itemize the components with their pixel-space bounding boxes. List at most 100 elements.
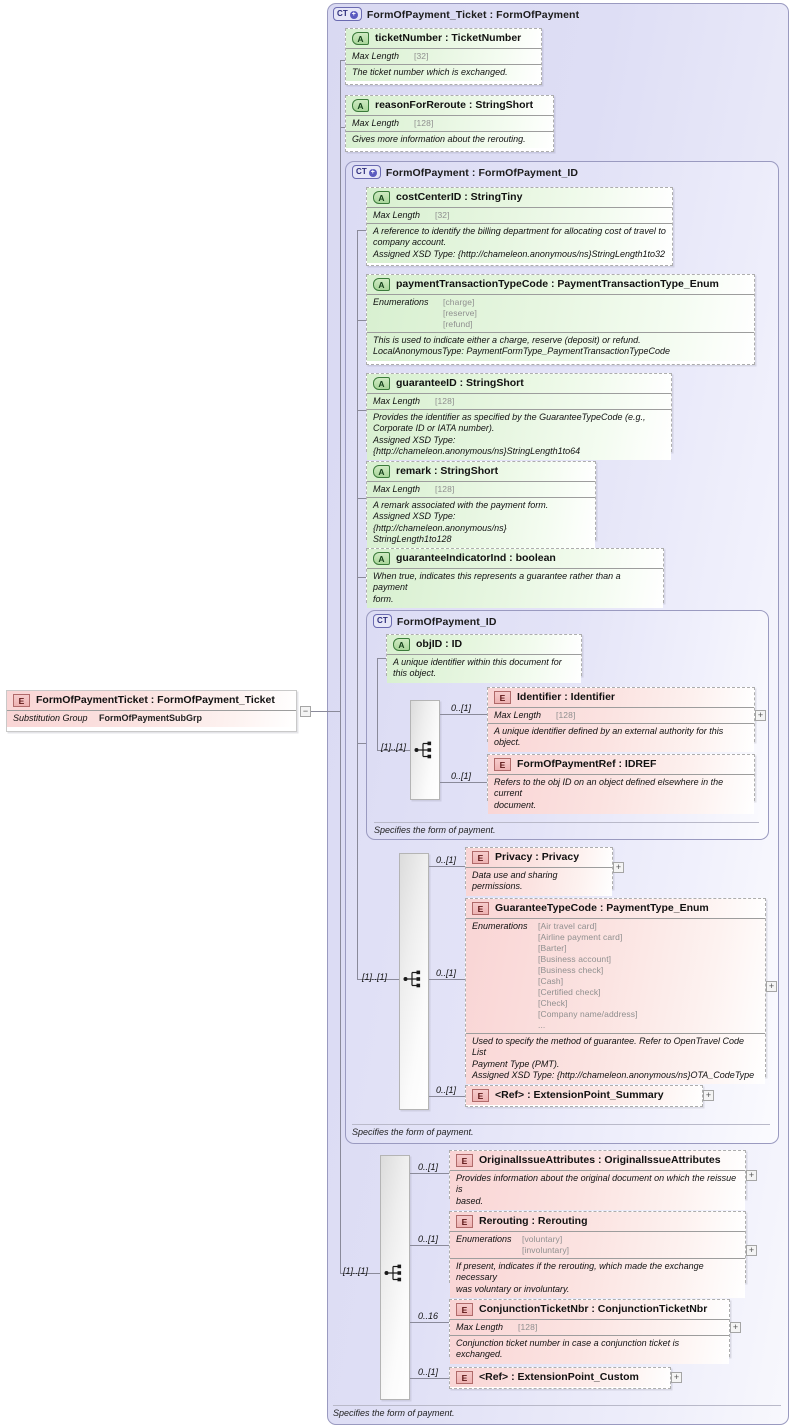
enum-value: [Air travel card] [538,921,597,931]
element-rerouting[interactable]: E Rerouting : Rerouting Enumerations [vo… [449,1211,746,1298]
attribute-paymenttransactiontypecode[interactable]: A paymentTransactionTypeCode : PaymentTr… [366,274,755,365]
substitution-group-row: Substitution Group FormOfPaymentSubGrp [13,713,290,724]
attribute-ticketnumber[interactable]: A ticketNumber : TicketNumber Max Length… [345,28,542,85]
enum-value: [refund] [443,319,473,329]
attribute-guaranteeid-header: A guaranteeID : StringShort [367,374,671,393]
attribute-reasonforreroute[interactable]: A reasonForReroute : StringShort Max Len… [345,95,554,152]
element-tag-icon: E [494,757,511,771]
element-conjunctionticketnbr[interactable]: E ConjunctionTicketNbr : ConjunctionTick… [449,1299,730,1364]
occurs-extensionpoint-summary: 0..[1] [436,1085,457,1095]
attribute-paymenttransactiontypecode-body: Enumerations [charge] [reserve] [refund]… [367,294,754,361]
connector-formofpaymentref [440,782,487,783]
expand-identifier-button[interactable]: + [755,710,766,721]
divider [367,497,595,498]
facet-row: Max Length [32] [373,210,666,221]
element-extensionpoint-custom[interactable]: E <Ref> : ExtensionPoint_Custom [449,1367,671,1389]
attribute-ticketnumber-body: Max Length [32] The ticket number which … [346,48,541,82]
attribute-remark-name: remark : StringShort [396,465,499,477]
enum-value: [Airline payment card] [538,932,623,942]
frame-formofpayment-id-footer: Specifies the form of payment. [374,822,759,835]
attribute-tag-icon: A [352,98,369,112]
expand-conjunctionticketnbr-button[interactable]: + [730,1322,741,1333]
attribute-objid[interactable]: A objID : ID A unique identifier within … [386,634,582,683]
sequence-compositor-payment[interactable] [399,853,429,1110]
expand-extensionpoint-summary-button[interactable]: + [703,1090,714,1101]
connector-spine-payment-group [357,743,358,979]
attribute-objid-body: A unique identifier within this document… [387,654,581,683]
facet-value: [128] [435,396,455,406]
element-extensionpoint-summary[interactable]: E <Ref> : ExtensionPoint_Summary [465,1085,703,1107]
element-identifier-header: E Identifier : Identifier [488,688,754,707]
sequence-icon [384,1264,402,1282]
documentation-line-2: LocalAnonymousType: PaymentFormType_Paym… [373,346,670,357]
documentation: The ticket number which is exchanged. [352,67,508,77]
attribute-costcenterid-name: costCenterID : StringTiny [396,191,523,203]
connector-extensionpoint-summary [429,1096,465,1097]
enum-value: [Business check] [538,965,604,975]
element-tag-icon: E [456,1302,473,1316]
facet-label: Enumerations [456,1234,512,1244]
connector-ticket-group [340,1273,382,1274]
attribute-reasonforreroute-body: Max Length [128] Gives more information … [346,115,553,149]
connector-remark [357,498,369,499]
facet-row: Max Length [32] [352,51,535,62]
occurs-formofpaymentref: 0..[1] [451,771,472,781]
occurs-identifier: 0..[1] [451,703,472,713]
enum-value: [Check] [538,998,568,1008]
root-element-header: E FormOfPaymentTicket : FormOfPayment_Ti… [7,691,296,710]
frame-formofpayment-ticket-footer: Specifies the form of payment. [333,1405,781,1418]
element-conjunctionticketnbr-name: ConjunctionTicketNbr : ConjunctionTicket… [479,1303,708,1315]
attribute-tag-icon: A [373,464,390,478]
divider [367,223,672,224]
complextype-badge-icon: CT+ [333,7,362,21]
expand-guaranteetypecode-button[interactable]: + [766,981,777,992]
documentation-line-1: Provides information about the original … [456,1173,737,1195]
documentation: A unique identifier within this document… [393,657,562,679]
enum-value: [involuntary] [522,1245,570,1255]
root-element-collapse-button[interactable]: − [300,706,311,717]
connector-guaranteeid [357,410,369,411]
element-extensionpoint-summary-name: <Ref> : ExtensionPoint_Summary [495,1089,664,1101]
root-element-formofpaymentticket[interactable]: E FormOfPaymentTicket : FormOfPayment_Ti… [6,690,297,732]
element-privacy-body: Data use and sharing permissions. [466,867,612,896]
attribute-remark[interactable]: A remark : StringShort Max Length [128] … [366,461,596,549]
cardinality-ticket-group: [1]..[1] [343,1266,369,1276]
element-guaranteetypecode[interactable]: E GuaranteeTypeCode : PaymentType_Enum E… [465,898,766,1085]
enum-value: [voluntary] [522,1234,563,1244]
divider [450,1335,729,1336]
sequence-compositor-ticket[interactable] [380,1155,410,1400]
element-originalissueattributes[interactable]: E OriginalIssueAttributes : OriginalIssu… [449,1150,746,1210]
documentation-line-1: Refers to the obj ID on an object define… [494,777,724,799]
attribute-guaranteeid-name: guaranteeID : StringShort [396,377,524,389]
attribute-objid-header: A objID : ID [387,635,581,654]
documentation-line-2: Assigned XSD Type: {http://chameleon.ano… [373,511,507,533]
root-element-name: FormOfPaymentTicket : FormOfPayment_Tick… [36,694,275,706]
element-identifier[interactable]: E Identifier : Identifier Max Length [12… [487,687,755,752]
element-formofpaymentref[interactable]: E FormOfPaymentRef : IDREF Refers to the… [487,754,755,814]
element-formofpaymentref-name: FormOfPaymentRef : IDREF [517,758,657,770]
enum-value: [charge] [443,297,475,307]
element-tag-icon: E [456,1370,473,1384]
expand-originalissueattributes-button[interactable]: + [746,1170,757,1181]
expand-extensionpoint-custom-button[interactable]: + [671,1372,682,1383]
documentation-line-2: document. [494,799,537,810]
attribute-costcenterid[interactable]: A costCenterID : StringTiny Max Length [… [366,187,673,266]
connector-spine-outer [340,60,341,712]
element-privacy-header: E Privacy : Privacy [466,848,612,867]
expand-privacy-button[interactable]: + [613,862,624,873]
facet-value: [128] [518,1322,538,1332]
connector-conjunctionticketnbr [410,1322,449,1323]
substitution-group-label: Substitution Group [13,713,88,723]
facet-row: Max Length [128] [373,396,665,407]
attribute-guaranteeindicatorind[interactable]: A guaranteeIndicatorInd : boolean When t… [366,548,664,608]
documentation-line-2: form. [373,593,394,604]
substitution-group-value: FormOfPaymentSubGrp [99,713,203,723]
expand-rerouting-button[interactable]: + [746,1245,757,1256]
attribute-guaranteeid[interactable]: A guaranteeID : StringShort Max Length [… [366,373,672,461]
element-privacy[interactable]: E Privacy : Privacy Data use and sharing… [465,847,613,896]
documentation-line-2: Payment Type (PMT). [472,1058,560,1069]
element-conjunctionticketnbr-body: Max Length [128] Conjunction ticket numb… [450,1319,729,1364]
connector-idgroup [377,750,410,751]
attribute-guaranteeindicatorind-body: When true, indicates this represents a g… [367,568,663,608]
